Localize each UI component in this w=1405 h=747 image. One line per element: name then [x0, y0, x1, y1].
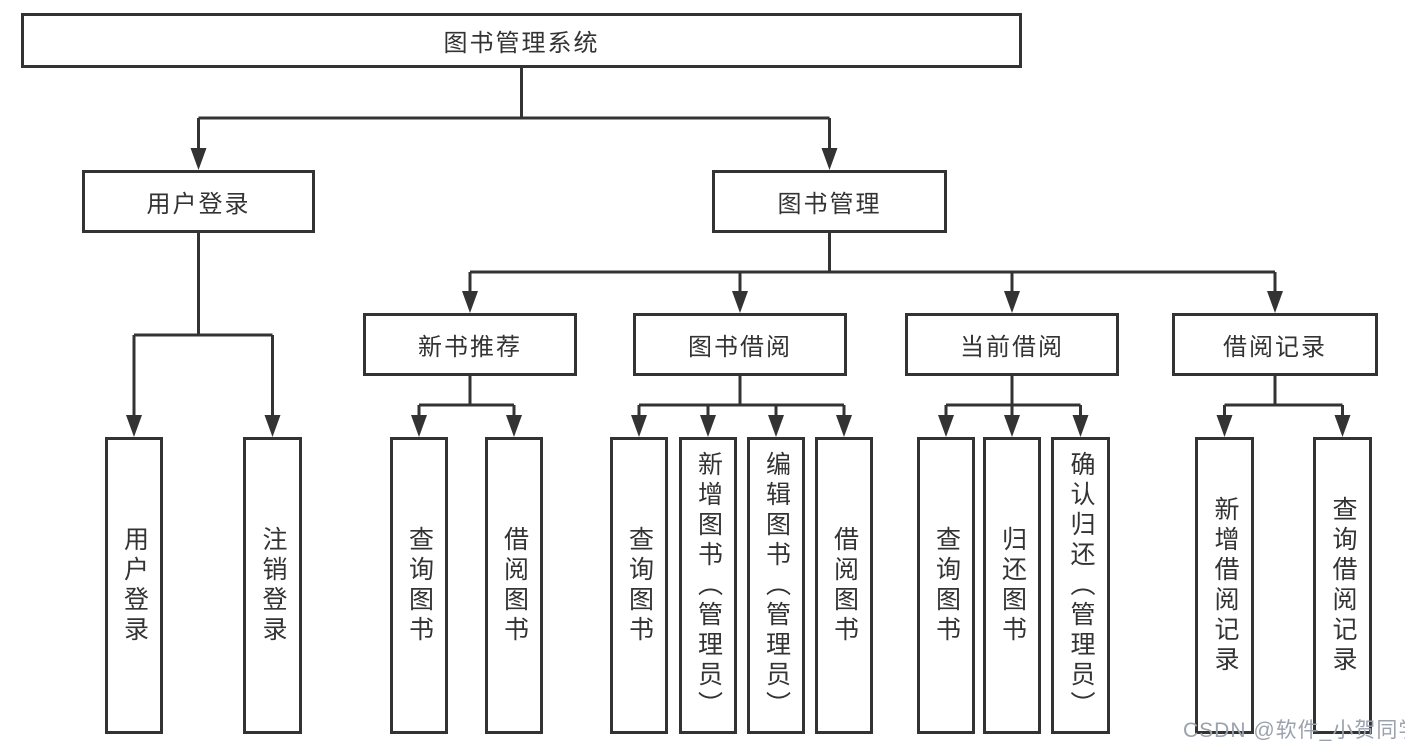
arrow-down-icon	[938, 415, 954, 437]
connector-current-borrow-children	[938, 376, 1089, 437]
arrow-down-icon	[1004, 291, 1020, 313]
connector-book-management-level3	[462, 233, 1283, 313]
node-label: 借阅图书	[830, 525, 859, 646]
node-label: 图书管理	[777, 191, 882, 218]
arrow-down-icon	[836, 415, 852, 437]
node-leaf-return-book: 归还图书	[983, 437, 1041, 734]
node-leaf-add-borrow-record: 新增借阅记录	[1195, 437, 1254, 734]
arrow-down-icon	[1216, 415, 1233, 437]
node-label: 用户登录	[146, 191, 251, 218]
node-leaf-query-book-recommend: 查询图书	[390, 437, 448, 734]
connector-root-to-level2	[190, 68, 838, 170]
node-label: 新增图书（管理员）	[694, 450, 723, 721]
node-user-login: 用户登录	[82, 170, 315, 233]
node-label: 当前借阅	[960, 334, 1064, 361]
node-current-borrow: 当前借阅	[905, 313, 1119, 376]
arrow-down-icon	[631, 415, 647, 437]
csdn-watermark: CSDN @软件_小贺同学	[1183, 719, 1405, 742]
node-label: 查询借阅记录	[1329, 495, 1357, 676]
node-label: 编辑图书（管理员）	[762, 450, 791, 721]
node-book-borrow: 图书借阅	[633, 313, 847, 376]
arrow-down-icon	[506, 415, 522, 437]
node-leaf-query-book-current: 查询图书	[917, 437, 975, 734]
node-label: 借阅图书	[500, 525, 529, 646]
node-label: 归还图书	[998, 525, 1027, 646]
node-new-book-recommend: 新书推荐	[363, 313, 577, 376]
node-label: 注销登录	[259, 525, 287, 646]
node-book-management: 图书管理	[712, 170, 947, 233]
arrow-down-icon	[1004, 415, 1020, 437]
node-label: 借阅记录	[1223, 334, 1327, 361]
arrow-down-icon	[264, 415, 281, 437]
arrow-down-icon	[1072, 415, 1089, 437]
node-library-management-system: 图书管理系统	[21, 13, 1022, 68]
arrow-down-icon	[126, 415, 142, 437]
node-label: 新增借阅记录	[1211, 495, 1239, 676]
node-leaf-add-book-admin: 新增图书（管理员）	[679, 437, 737, 734]
node-leaf-query-book-borrow: 查询图书	[610, 437, 668, 734]
node-label: 查询图书	[625, 525, 654, 646]
node-leaf-user-login: 用户登录	[105, 437, 163, 734]
arrow-down-icon	[411, 415, 427, 437]
node-leaf-confirm-return-admin: 确认归还（管理员）	[1051, 437, 1110, 734]
connector-new-book-children	[411, 376, 522, 437]
connector-book-borrow-children	[631, 376, 852, 437]
arrow-down-icon	[190, 148, 207, 170]
arrow-down-icon	[462, 291, 478, 313]
node-borrow-records: 借阅记录	[1172, 313, 1378, 376]
arrow-down-icon	[1267, 291, 1283, 313]
node-label: 图书借阅	[688, 334, 792, 361]
node-leaf-logout: 注销登录	[243, 437, 302, 734]
node-label: 图书管理系统	[443, 30, 600, 57]
arrow-down-icon	[768, 415, 784, 437]
arrow-down-icon	[700, 415, 716, 437]
arrow-down-icon	[1334, 415, 1351, 437]
connector-user-login-children	[126, 233, 281, 437]
node-label: 查询图书	[932, 525, 961, 646]
node-label: 查询图书	[405, 525, 434, 646]
arrow-down-icon	[821, 148, 838, 170]
node-leaf-borrow-book-recommend: 借阅图书	[485, 437, 543, 734]
node-label: 确认归还（管理员）	[1067, 450, 1095, 721]
node-label: 新书推荐	[418, 334, 522, 361]
node-label: 用户登录	[120, 525, 149, 646]
connector-borrow-records-children	[1216, 376, 1351, 437]
arrow-down-icon	[732, 291, 748, 313]
node-leaf-edit-book-admin: 编辑图书（管理员）	[747, 437, 805, 734]
node-leaf-query-borrow-record: 查询借阅记录	[1313, 437, 1372, 734]
node-leaf-borrow-book: 借阅图书	[815, 437, 873, 734]
